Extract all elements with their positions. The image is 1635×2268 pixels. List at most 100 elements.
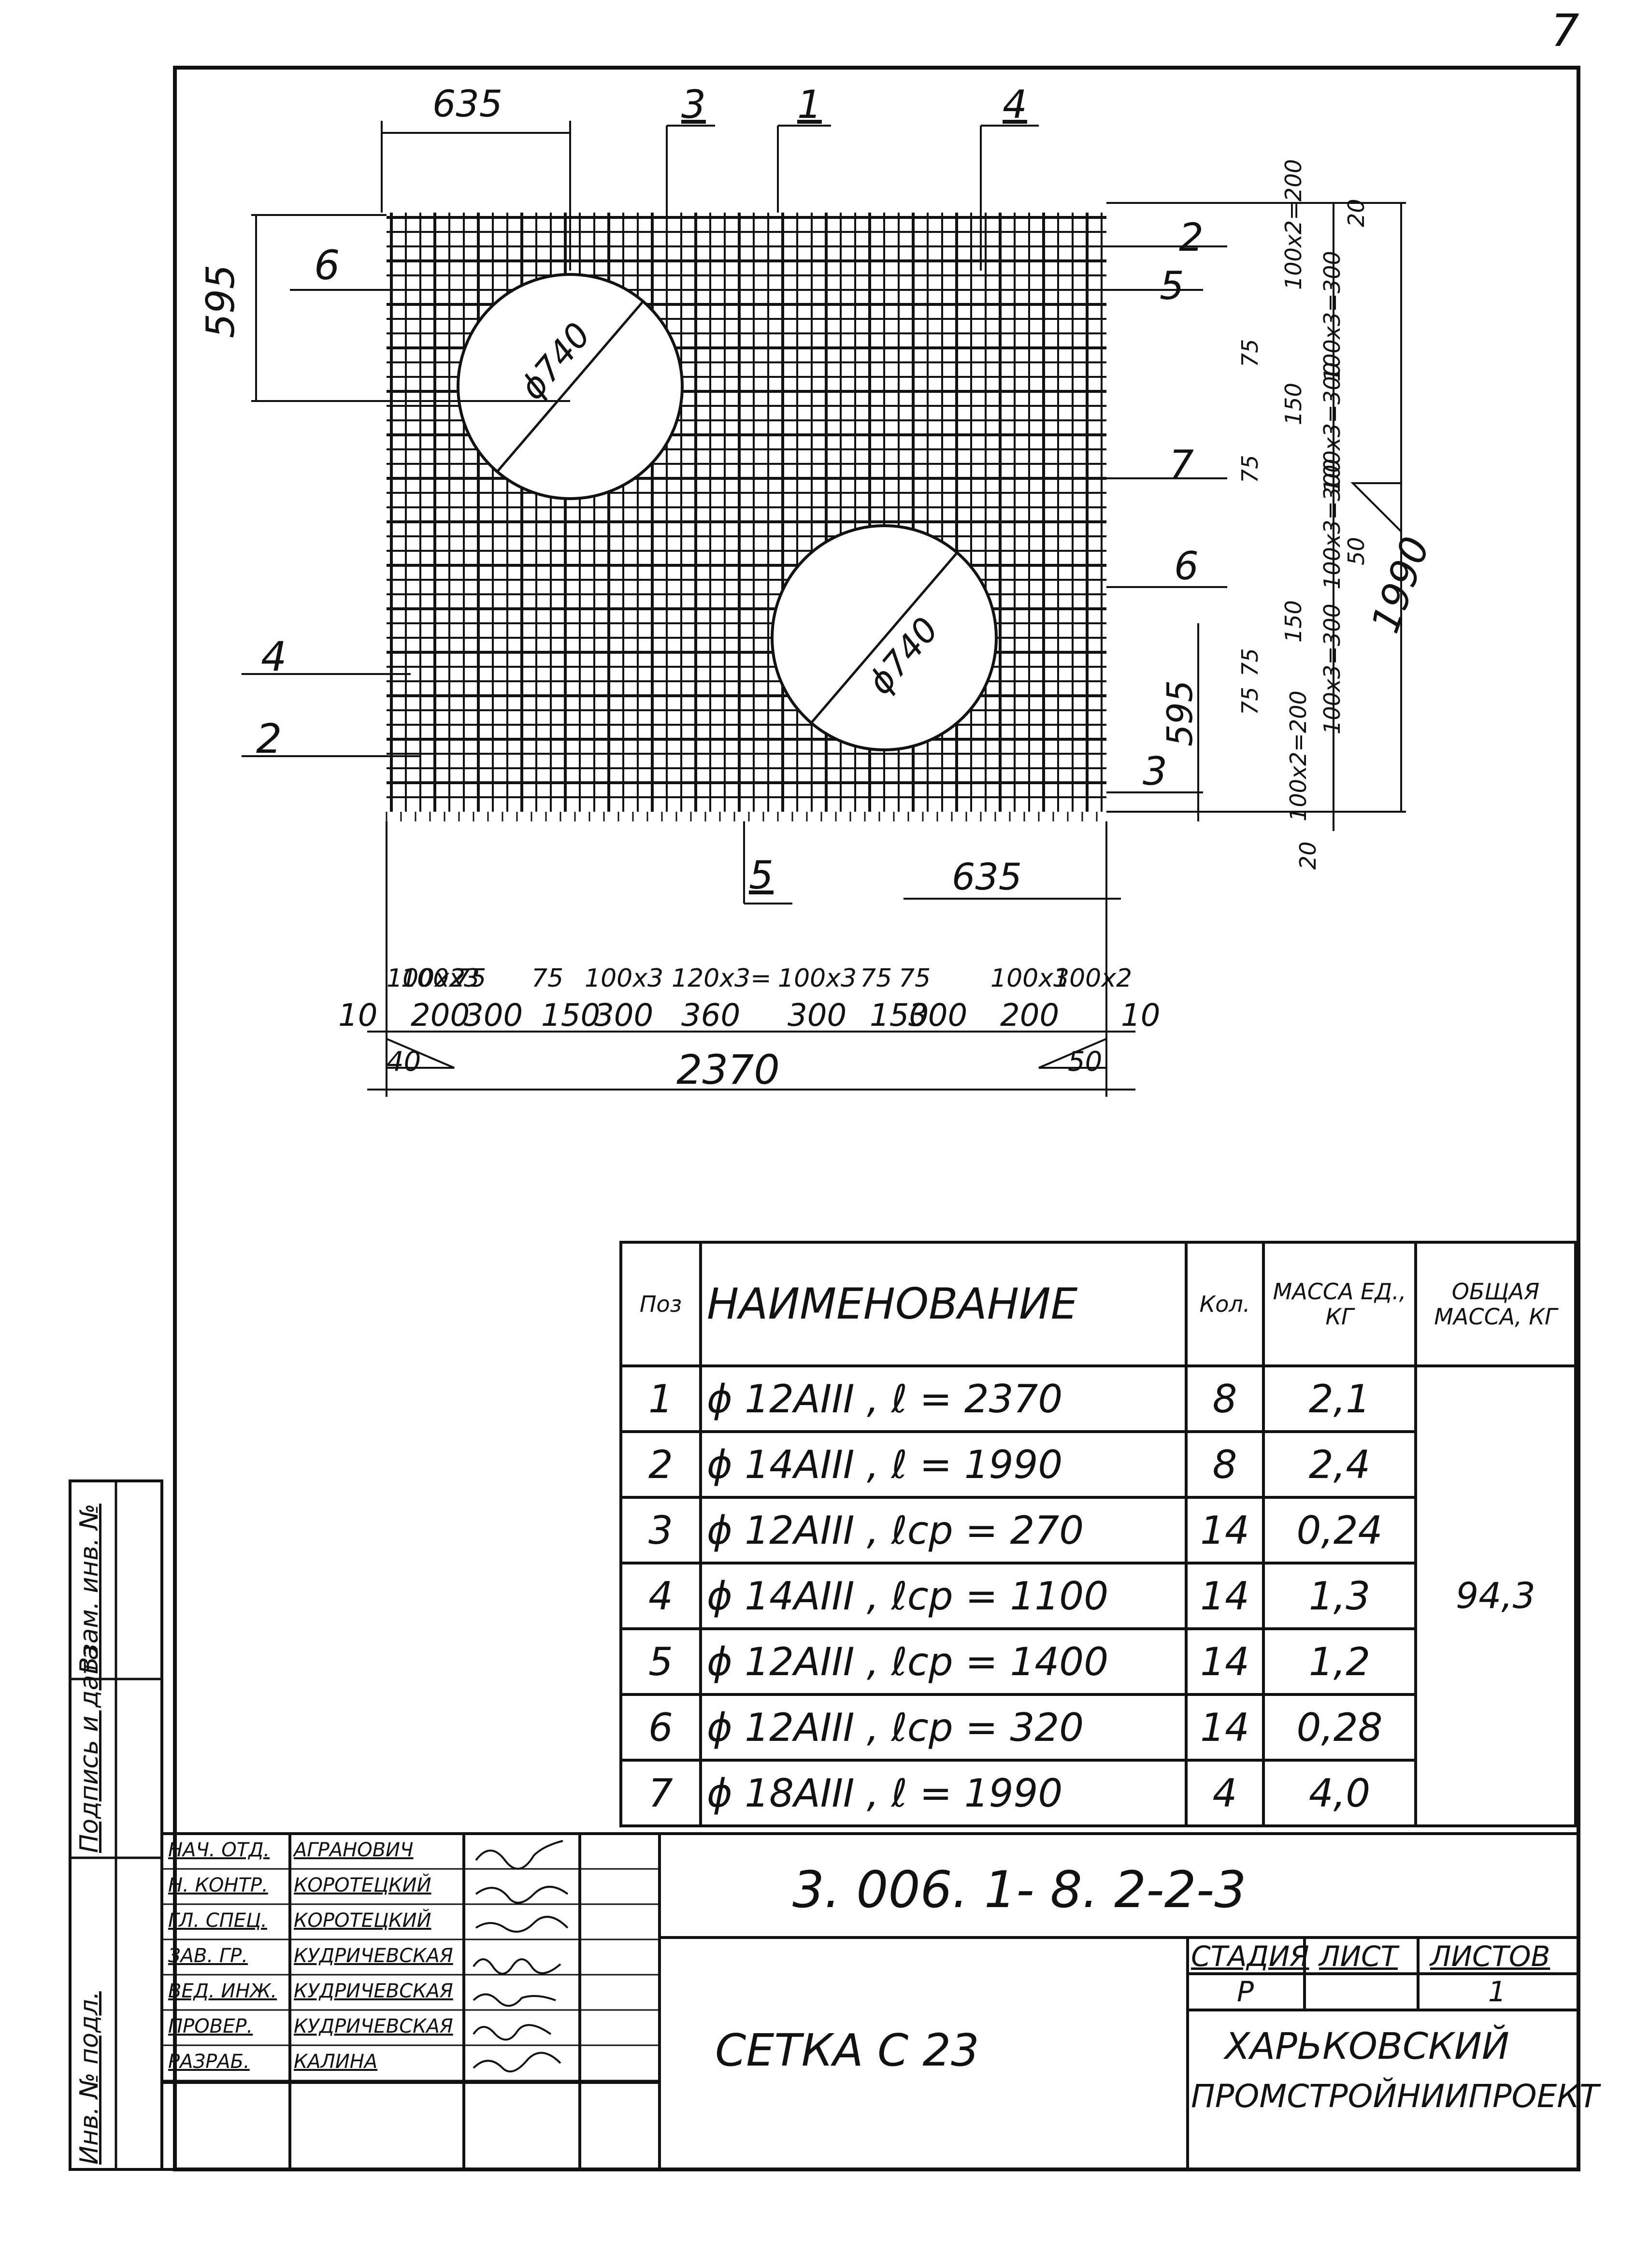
name-1: КОРОТЕЦКИЙ xyxy=(294,1874,431,1896)
sheets-value: 1 xyxy=(1488,1975,1506,2008)
name-3: КУДРИЧЕВСКАЯ xyxy=(294,1945,453,1967)
leader-7-right: 7 xyxy=(1169,442,1194,487)
name-5: КУДРИЧЕВСКАЯ xyxy=(294,2015,453,2038)
bottom-seg-bottom: 300 xyxy=(464,998,523,1034)
leader-6-left: 6 xyxy=(314,242,340,289)
spec-header-row: Поз НАИМЕНОВАНИЕ Кол. МАССА ЕД., КГ ОБЩА… xyxy=(619,1241,1577,1367)
right-seg-label: 75 xyxy=(1237,455,1263,483)
bottom-seg-top: 100x3 xyxy=(990,964,1070,993)
cell-pos: 4 xyxy=(619,1562,702,1630)
table-row: 3 ϕ 12АIII , ℓср = 270 14 0,24 xyxy=(619,1496,1576,1565)
dim-top-635: 635 xyxy=(432,82,503,125)
role-4: ВЕД. ИНЖ. xyxy=(168,1980,277,2002)
header-total-mass: ОБЩАЯ МАССА, КГ xyxy=(1414,1241,1577,1367)
cell-name: ϕ 12АIII , ℓср = 270 xyxy=(699,1496,1188,1565)
side-label-sign: Подпись и дата xyxy=(75,1645,104,1853)
product-name: СЕТКА С 23 xyxy=(715,2024,979,2076)
leader-4-top: 4 xyxy=(1003,82,1027,127)
cell-name: ϕ 14АIII , ℓср = 1100 xyxy=(699,1562,1188,1630)
table-row: 7 ϕ 18АIII , ℓ = 1990 4 4,0 xyxy=(619,1759,1576,1827)
leader-3-top: 3 xyxy=(681,82,706,127)
sheet-label: ЛИСТ xyxy=(1319,1940,1398,1973)
bottom-seg-top: 120x3= xyxy=(672,964,772,993)
side-label-replace: Взам. инв. № xyxy=(75,1503,104,1674)
role-2: ГЛ. СПЕЦ. xyxy=(168,1909,267,1932)
bottom-seg-bottom: 300 xyxy=(594,998,654,1034)
header-unit-mass: МАССА ЕД., КГ xyxy=(1262,1241,1417,1367)
cell-unit-mass: 1,2 xyxy=(1262,1627,1417,1696)
bottom-seg-bottom: 200 xyxy=(1000,998,1060,1034)
cell-qty: 14 xyxy=(1185,1562,1265,1630)
weld-symbol-right xyxy=(1038,1037,1107,1069)
right-seg-label: 50 xyxy=(1343,537,1369,565)
right-seg-label: 100x3=300 xyxy=(1319,603,1345,734)
cell-pos: 5 xyxy=(619,1627,702,1696)
org-line-2: ПРОМСТРОЙНИИПРОЕКТ xyxy=(1191,2078,1599,2115)
cell-qty: 14 xyxy=(1185,1627,1265,1696)
cell-name: ϕ 14АIII , ℓ = 1990 xyxy=(699,1430,1188,1499)
right-seg-label: 75 xyxy=(1237,648,1263,676)
table-row: 1 ϕ 12АIII , ℓ = 2370 8 2,1 94,3 xyxy=(619,1364,1577,1827)
doc-number: 3. 006. 1- 8. 2-2-3 xyxy=(792,1860,1247,1919)
header-qty: Кол. xyxy=(1185,1241,1265,1367)
bottom-seg-top: 100x3 xyxy=(585,964,664,993)
cell-pos: 7 xyxy=(619,1759,702,1827)
cell-qty: 4 xyxy=(1185,1759,1265,1827)
right-seg-label: 75 xyxy=(1237,339,1263,367)
weld-right-label: 50 xyxy=(1068,1046,1103,1077)
cell-total-mass: 94,3 xyxy=(1414,1364,1577,1827)
dim-left-595: 595 xyxy=(198,264,243,338)
bottom-seg-top: 100x3 xyxy=(778,964,857,993)
bottom-seg-bottom: 150 xyxy=(870,998,929,1034)
cell-name: ϕ 12АIII , ℓср = 1400 xyxy=(699,1627,1188,1696)
cell-unit-mass: 2,1 xyxy=(1262,1364,1417,1433)
bottom-seg-top: 75 xyxy=(899,964,931,993)
sheets-label: ЛИСТОВ xyxy=(1430,1940,1550,1973)
bottom-seg-top: 75 xyxy=(531,964,564,993)
bottom-seg-bottom: 10 xyxy=(338,998,378,1034)
right-seg-label: 150 xyxy=(1280,383,1306,425)
spec-body: 1 ϕ 12АIII , ℓ = 2370 8 2,1 94,3 2 ϕ 14А… xyxy=(619,1364,1577,1827)
cell-qty: 8 xyxy=(1185,1364,1265,1433)
right-seg-label: 20 xyxy=(1343,199,1369,227)
weld-left-label: 40 xyxy=(387,1046,421,1077)
right-seg-label: 20 xyxy=(1295,841,1321,870)
name-2: КОРОТЕЦКИЙ xyxy=(294,1909,431,1932)
name-4: КУДРИЧЕВСКАЯ xyxy=(294,1980,453,2002)
cell-name: ϕ 12АIII , ℓср = 320 xyxy=(699,1693,1188,1762)
leader-1-top: 1 xyxy=(797,82,822,127)
cell-unit-mass: 0,24 xyxy=(1262,1496,1417,1565)
bottom-seg-bottom: 10 xyxy=(1121,998,1161,1034)
bottom-seg-bottom: 150 xyxy=(541,998,601,1034)
bottom-seg-bottom: 200 xyxy=(411,998,470,1034)
cell-qty: 8 xyxy=(1185,1430,1265,1499)
right-seg-label: 100x2=200 xyxy=(1280,159,1306,290)
name-6: КАЛИНА xyxy=(294,2051,378,2073)
stage-label: СТАДИЯ xyxy=(1191,1940,1309,1973)
bottom-seg-top: 100x2 xyxy=(387,964,466,993)
role-0: НАЧ. ОТД. xyxy=(168,1839,270,1861)
bottom-seg-top: 100x3 xyxy=(401,964,480,993)
leader-6-right: 6 xyxy=(1174,544,1199,589)
bottom-seg-bottom: 300 xyxy=(788,998,847,1034)
cell-qty: 14 xyxy=(1185,1693,1265,1762)
cell-unit-mass: 0,28 xyxy=(1262,1693,1417,1762)
table-row: 4 ϕ 14АIII , ℓср = 1100 14 1,3 xyxy=(619,1562,1576,1630)
hole-diameter-line xyxy=(497,301,644,472)
leader-2-left: 2 xyxy=(256,715,282,762)
cell-unit-mass: 2,4 xyxy=(1262,1430,1417,1499)
dimension-lines xyxy=(242,121,1406,1097)
header-pos: Поз xyxy=(619,1241,702,1367)
right-seg-label: 100x3=300 xyxy=(1319,459,1345,589)
weld-symbol-right-side xyxy=(1350,482,1402,534)
leader-3-right: 3 xyxy=(1143,749,1167,794)
leader-5-bottom: 5 xyxy=(749,853,774,898)
right-seg-label: 75 xyxy=(1237,687,1263,715)
org-line-1: ХАРЬКОВСКИЙ xyxy=(1225,2024,1509,2067)
cell-unit-mass: 1,3 xyxy=(1262,1562,1417,1630)
cell-pos: 6 xyxy=(619,1693,702,1762)
cell-pos: 1 xyxy=(619,1364,702,1433)
dim-bottom-635: 635 xyxy=(952,855,1022,898)
bottom-seg-top: 75 xyxy=(860,964,892,993)
